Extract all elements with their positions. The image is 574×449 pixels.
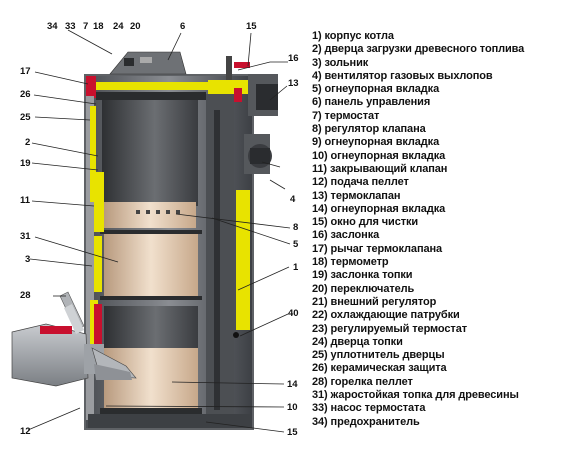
legend-item: 14) огнеупорная вкладка <box>312 202 446 215</box>
legend-item: 28) горелка пеллет <box>312 375 413 388</box>
callout-5: 5 <box>293 239 299 250</box>
callout-33: 33 <box>65 21 76 32</box>
heat-exchanger <box>206 88 250 422</box>
refractory-insert-upper <box>104 202 196 228</box>
callout-12: 12 <box>20 426 31 437</box>
legend-item: 26) керамическая защита <box>312 362 447 375</box>
callout-3: 3 <box>25 254 30 265</box>
legend-item: 11) закрывающий клапан <box>312 162 448 175</box>
callout-40: 40 <box>288 308 299 319</box>
legend-item: 1) корпус котла <box>312 30 394 42</box>
legend-item: 5) огнеупорная вкладка <box>312 83 440 96</box>
legend-item: 7) термостат <box>312 109 380 122</box>
legend-item: 20) переключатель <box>312 282 415 295</box>
legend-item: 34) предохранитель <box>312 415 420 428</box>
callout-2: 2 <box>25 137 30 148</box>
callout-25: 25 <box>20 112 31 123</box>
leader-lines <box>27 29 291 433</box>
legend-item: 22) охлаждающие патрубки <box>312 309 460 322</box>
legend-item: 8) регулятор клапана <box>312 123 426 136</box>
legend-item: 9) огнеупорная вкладка <box>312 136 440 149</box>
exhaust-fan <box>244 134 272 174</box>
callout-15-bottom: 15 <box>287 427 298 438</box>
callout-15-top: 15 <box>246 21 257 32</box>
legend-item: 25) уплотнитель дверцы <box>312 349 445 362</box>
callout-34: 34 <box>47 21 58 32</box>
callout-11: 11 <box>20 195 31 206</box>
legend-item: 33) насос термостата <box>312 402 426 415</box>
legend-item: 19) заслонка топки <box>312 269 413 282</box>
callout-4: 4 <box>290 194 296 205</box>
pellet-burner <box>11 291 137 387</box>
callout-6: 6 <box>180 21 185 32</box>
front-doors <box>90 106 104 346</box>
callout-18: 18 <box>93 21 104 32</box>
legend-item: 10) огнеупорная вкладка <box>312 149 446 162</box>
legend-item: 16) заслонка <box>312 229 380 242</box>
legend-item: 15) окно для чистки <box>312 216 419 229</box>
callout-20: 20 <box>130 21 141 32</box>
callout-7: 7 <box>83 21 88 32</box>
callout-14: 14 <box>287 379 298 390</box>
callout-26: 26 <box>20 89 31 100</box>
legend-item: 3) зольник <box>312 56 369 69</box>
callout-24: 24 <box>113 21 124 32</box>
ash-pan <box>100 230 202 300</box>
legend-item: 4) вентилятор газовых выхлопов <box>312 69 493 82</box>
callout-numbers: 34 33 7 18 24 20 6 15 16 13 17 26 25 2 1… <box>20 21 299 438</box>
boiler-base <box>88 414 250 428</box>
legend-item: 12) подача пеллет <box>312 176 409 189</box>
legend-item: 2) дверца загрузки древесного топлива <box>312 43 525 56</box>
legend-item: 23) регулируемый термостат <box>312 322 468 335</box>
legend-item: 17) рычаг термоклапана <box>312 242 443 255</box>
legend-item: 31) жаростойкая топка для древесины <box>312 389 519 402</box>
legend-item: 13) термоклапан <box>312 189 401 202</box>
legend-item: 18) термометр <box>312 256 389 269</box>
control-panel <box>109 51 187 75</box>
callout-10: 10 <box>287 402 298 413</box>
callout-19: 19 <box>20 158 31 169</box>
legend-item: 6) панель управления <box>312 96 431 109</box>
wood-firebox <box>96 92 206 206</box>
callout-13: 13 <box>288 78 299 89</box>
legend-item: 24) дверца топки <box>312 335 403 348</box>
callout-28: 28 <box>20 290 31 301</box>
callout-31: 31 <box>20 231 31 242</box>
callout-1: 1 <box>293 262 299 273</box>
legend-item: 21) внешний регулятор <box>312 295 437 308</box>
callout-16: 16 <box>288 53 299 64</box>
callout-17: 17 <box>20 66 31 77</box>
callout-8: 8 <box>293 222 298 233</box>
